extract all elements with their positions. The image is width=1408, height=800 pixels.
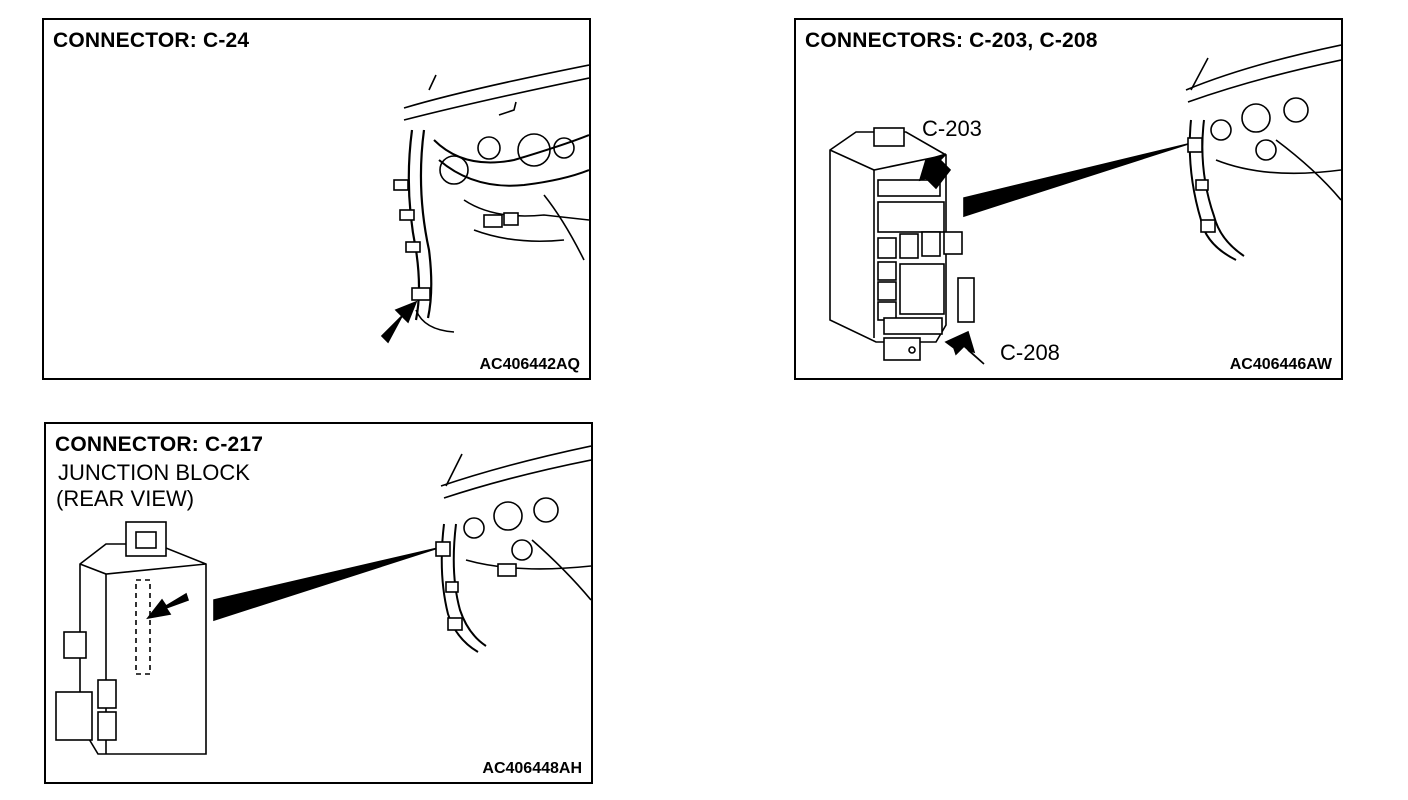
panel-connector-c217: CONNECTOR: C-217 JUNCTION BLOCK (REAR VI… xyxy=(44,422,593,784)
arrow-c208 xyxy=(944,330,985,365)
panel-title: CONNECTOR: C-217 xyxy=(55,433,264,456)
projection-beam xyxy=(213,547,439,622)
figure-code: AC406442AQ xyxy=(479,356,581,373)
junction-block-illustration xyxy=(829,44,1341,365)
callout-c208: C-208 xyxy=(1000,340,1060,365)
arrow-indicator xyxy=(380,300,418,344)
panel-connectors-c203-c208: CONNECTORS: C-203, C-208 C-203 C-208 AC4… xyxy=(794,18,1343,380)
arrow-c203 xyxy=(918,153,952,190)
subtitle-line1: JUNCTION BLOCK xyxy=(58,460,250,485)
subtitle-line2: (REAR VIEW) xyxy=(56,486,195,511)
arrow-indicator xyxy=(146,592,190,620)
dashboard-wiring-illustration xyxy=(380,64,589,344)
junction-block-rear-illustration xyxy=(55,445,591,755)
projection-beam xyxy=(963,143,1189,218)
callout-c203: C-203 xyxy=(922,116,982,141)
figure-code: AC406448AH xyxy=(482,760,582,777)
panel-title: CONNECTORS: C-203, C-208 xyxy=(805,29,1098,52)
panel-connector-c24: CONNECTOR: C-24 AC406442AQ xyxy=(42,18,591,380)
panel-title: CONNECTOR: C-24 xyxy=(53,29,250,52)
figure-code: AC406446AW xyxy=(1229,356,1332,373)
